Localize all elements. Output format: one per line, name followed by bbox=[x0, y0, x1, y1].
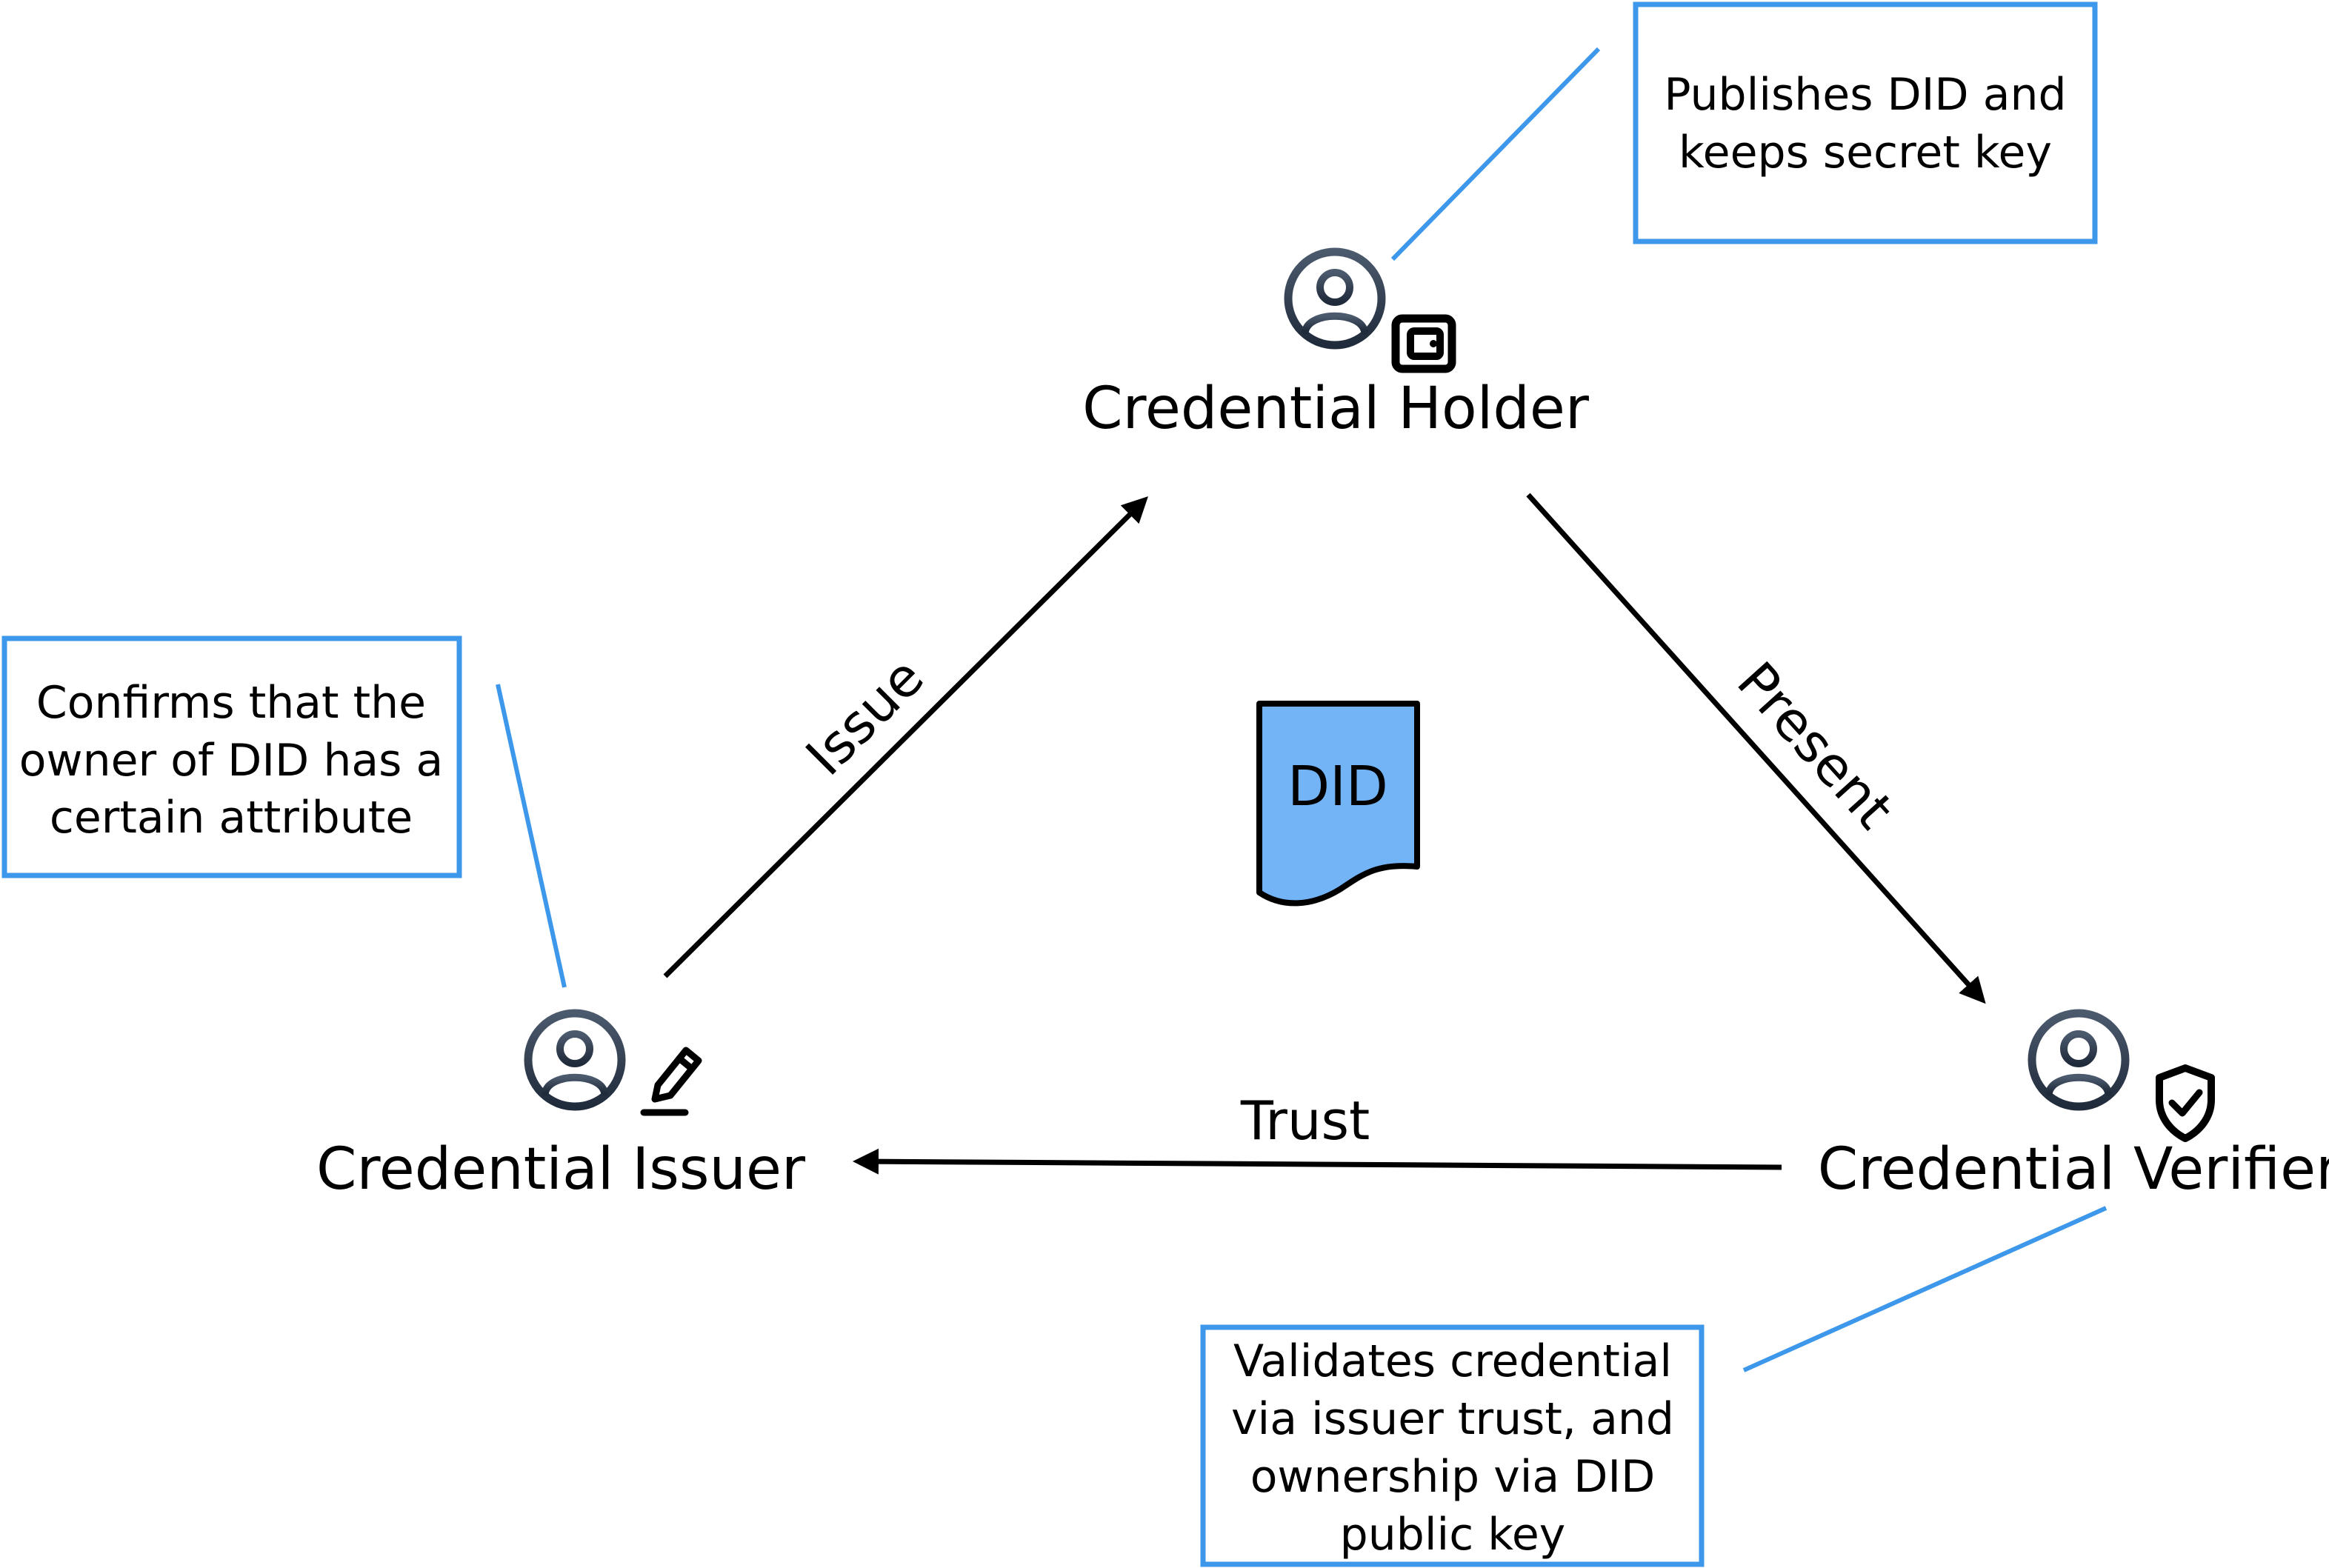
wallet-icon bbox=[1391, 314, 1456, 373]
holder-note-leader bbox=[1390, 47, 1601, 261]
verifier-note-line: public key bbox=[1340, 1509, 1566, 1561]
issuer-note-leader bbox=[496, 684, 567, 988]
verifier-node: Credential Verifier bbox=[1818, 1009, 2329, 1203]
document-icon bbox=[1256, 701, 1420, 907]
issuer-node: Credential Issuer bbox=[316, 1009, 806, 1203]
did-document: DID bbox=[1256, 701, 1420, 907]
holder-note-line: keeps secret key bbox=[1679, 127, 2052, 179]
verifier-note-line: ownership via DID bbox=[1250, 1451, 1656, 1503]
shield-check-icon bbox=[2156, 1064, 2215, 1142]
verifier-note: Validates credential via issuer trust, a… bbox=[1200, 1324, 1705, 1567]
holder-node: Credential Holder bbox=[1082, 247, 1590, 442]
verifier-person-icon bbox=[2028, 1009, 2130, 1111]
holder-person-icon bbox=[1284, 247, 1386, 350]
issuer-note-line: certain attribute bbox=[50, 792, 413, 844]
trust-arrow bbox=[853, 1148, 1782, 1175]
issuer-note-line: owner of DID has a bbox=[19, 735, 443, 787]
holder-note-line: Publishes DID and bbox=[1664, 69, 2066, 121]
issuer-note-line: Confirms that the bbox=[36, 677, 426, 729]
verifier-label: Credential Verifier bbox=[1818, 1136, 2329, 1203]
holder-note: Publishes DID and keeps secret key bbox=[1633, 1, 2098, 244]
pen-icon bbox=[640, 1047, 702, 1116]
holder-label: Credential Holder bbox=[1082, 376, 1590, 442]
verifier-note-line: Validates credential bbox=[1233, 1335, 1672, 1387]
verifier-note-leader bbox=[1742, 1206, 2108, 1372]
verifier-note-line: via issuer trust, and bbox=[1231, 1393, 1674, 1445]
trust-label: Trust bbox=[1240, 1090, 1370, 1152]
issuer-label: Credential Issuer bbox=[316, 1136, 806, 1203]
issue-label: Issue bbox=[794, 646, 936, 787]
present-arrow bbox=[1526, 493, 1986, 1004]
issuer-note: Confirms that the owner of DID has a cer… bbox=[1, 635, 462, 878]
issue-arrow bbox=[663, 496, 1148, 978]
did-label: DID bbox=[1287, 755, 1388, 818]
issuer-person-icon bbox=[524, 1009, 626, 1111]
